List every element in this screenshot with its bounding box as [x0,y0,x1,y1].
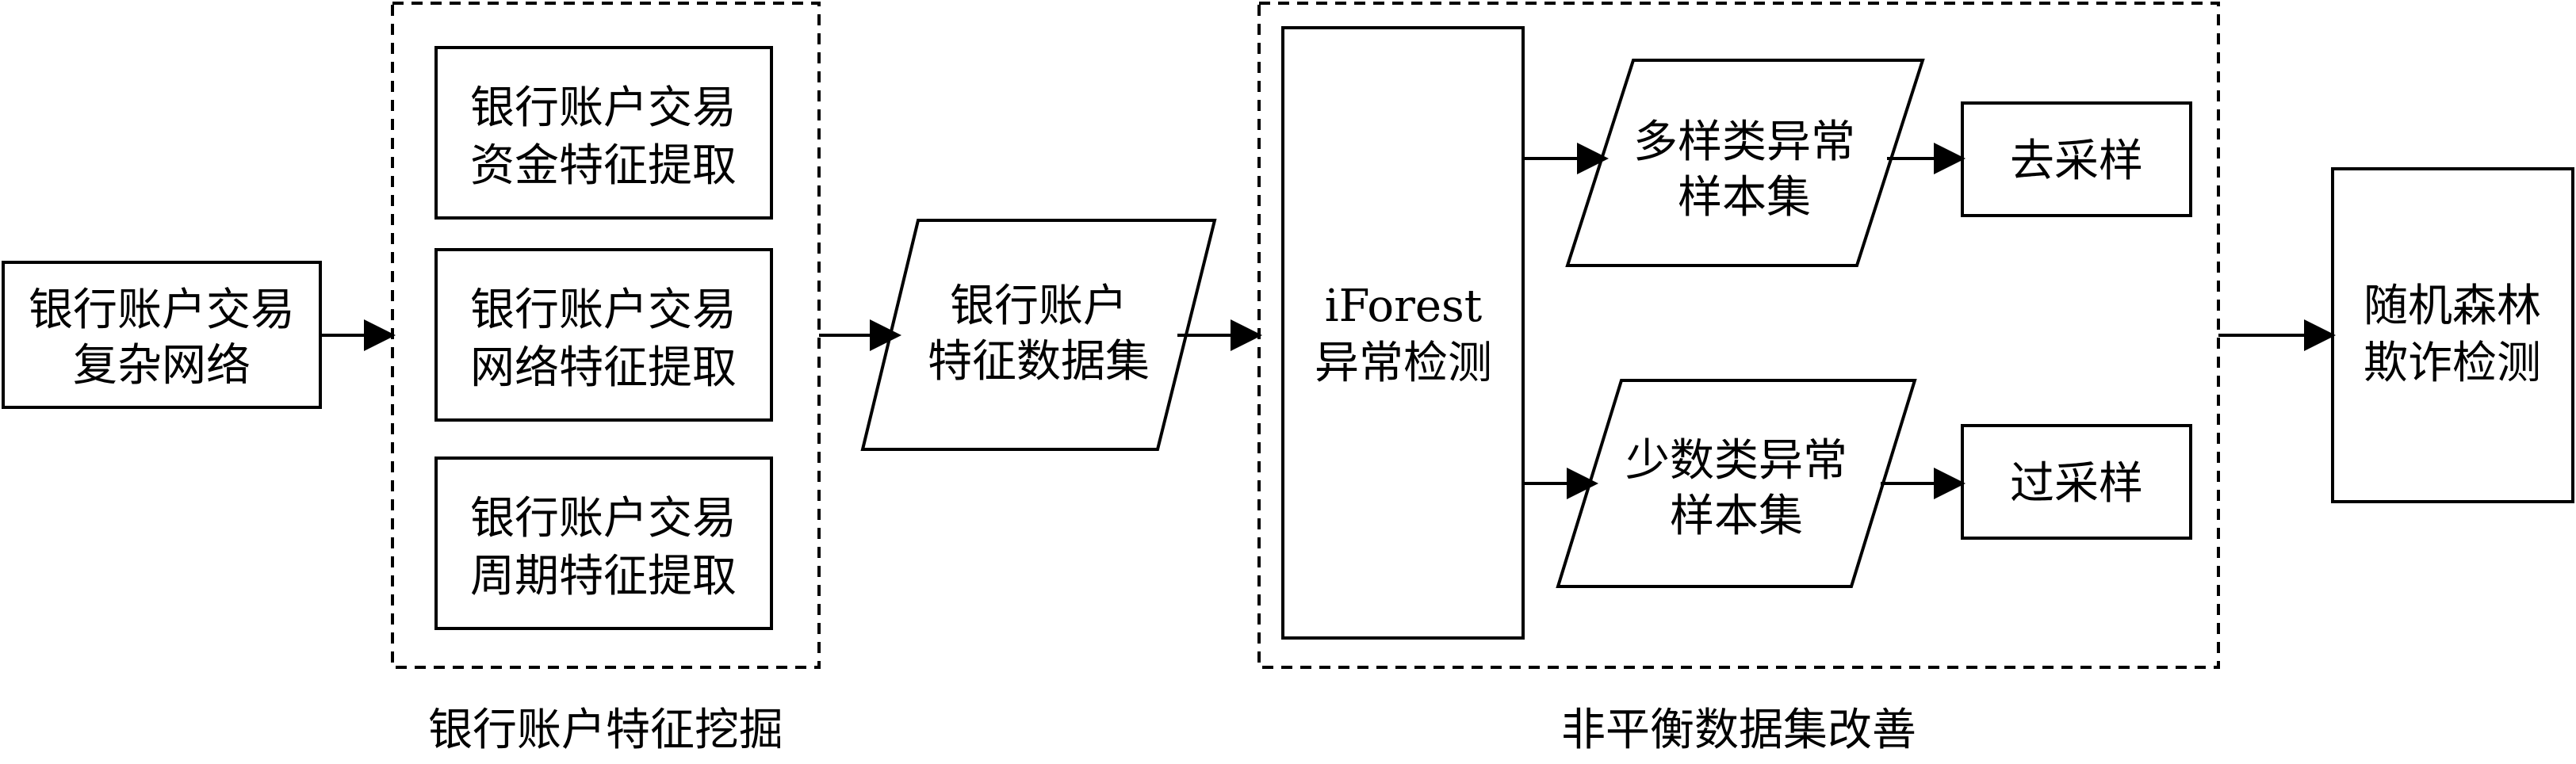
node-fund-feature-line-2: 资金特征提取 [470,140,737,192]
node-majority-line-2: 样本集 [1678,172,1811,223]
node-transaction-network: 银行账户交易 复杂网络 [2,261,322,409]
node-undersampling: 去采样 [1961,101,2192,217]
node-network-feature-line-1: 银行账户交易 [470,285,737,336]
node-network-feature-extraction: 银行账户交易 网络特征提取 [434,248,773,422]
node-network-feature-line-2: 网络特征提取 [470,342,737,394]
node-random-forest-line-1: 随机森林 [2364,281,2541,332]
node-iforest-detection: iForest 异常检测 [1281,26,1525,640]
node-minority-line-1: 少数类异常 [1625,435,1847,487]
node-fund-feature-line-1: 银行账户交易 [470,82,737,134]
group-imbalance-improvement-label: 非平衡数据集改善 [1561,705,1916,756]
node-iforest-line-2: 异常检测 [1315,338,1492,389]
group-feature-mining-label: 银行账户特征挖掘 [428,705,783,756]
node-fund-feature-extraction: 银行账户交易 资金特征提取 [434,46,773,220]
node-iforest-line-1: iForest [1325,281,1483,332]
node-transaction-network-line-1: 银行账户交易 [29,285,295,336]
node-minority-line-2: 样本集 [1670,491,1803,542]
group-feature-mining: 银行账户特征挖掘 [391,2,821,756]
node-majority-anomaly-samples: 多样类异常 样本集 [1565,59,1925,267]
node-feature-dataset-line-2: 特征数据集 [928,336,1150,388]
node-undersampling-label: 去采样 [2010,136,2143,187]
node-feature-dataset: 银行账户 特征数据集 [860,219,1217,451]
node-feature-dataset-line-1: 银行账户 [950,281,1127,332]
node-random-forest-line-2: 欺诈检测 [2364,338,2541,389]
node-majority-line-1: 多样类异常 [1633,117,1855,168]
node-period-feature-extraction: 银行账户交易 周期特征提取 [434,456,773,630]
svg-text:复杂网络: 复杂网络 [73,340,251,392]
node-period-feature-line-2: 周期特征提取 [470,551,737,602]
node-oversampling: 过采样 [1961,424,2192,540]
node-minority-anomaly-samples: 少数类异常 样本集 [1556,379,1917,588]
node-transaction-network-line-2: 复杂网络 [73,340,251,392]
svg-text:银行账户交易: 银行账户交易 [29,285,295,336]
edges [320,143,2336,499]
node-oversampling-label: 过采样 [2010,458,2143,510]
node-period-feature-line-1: 银行账户交易 [470,493,737,544]
node-random-forest-detection: 随机森林 欺诈检测 [2331,167,2574,503]
